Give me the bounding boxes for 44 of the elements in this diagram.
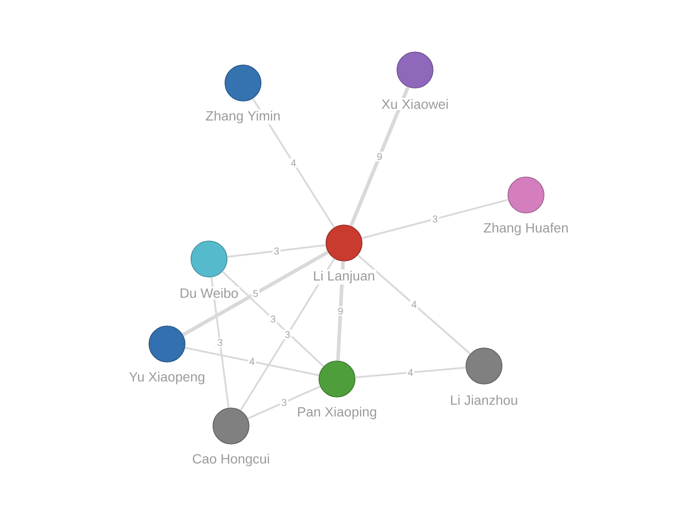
edge-label: 4: [290, 158, 298, 168]
connector-line: [362, 198, 508, 240]
edge-label: 4: [406, 368, 414, 378]
connector-line: [222, 270, 324, 368]
edge-label: 3: [216, 338, 224, 348]
node-circle: [224, 64, 262, 102]
connector-line: [247, 386, 321, 420]
node-label: Zhang Huafen: [482, 222, 570, 236]
connector-line: [349, 86, 410, 227]
connector-line: [227, 244, 326, 258]
edge-label: 4: [410, 300, 418, 310]
edge-label: 9: [376, 152, 384, 162]
node-circle: [212, 408, 250, 444]
connector-line: [184, 346, 320, 376]
node-label: Li Jianzhou: [448, 394, 520, 406]
connector-line: [252, 98, 335, 228]
node-label: Zhang Yimin: [204, 110, 282, 124]
node-label: Pan Xiaoping: [296, 406, 378, 420]
node-circle: [396, 52, 434, 88]
connector-line: [336, 261, 345, 361]
node-circle: [148, 326, 186, 362]
edge-label: 5: [252, 288, 260, 298]
edge-label: 4: [248, 356, 256, 366]
edge-label: 9: [336, 306, 344, 316]
connector-line: [240, 258, 336, 411]
node-circle: [508, 176, 544, 214]
node-circle: [466, 348, 502, 384]
edge-label: 3: [269, 314, 277, 324]
node-circle: [318, 360, 356, 398]
connector-line: [210, 277, 230, 408]
edge-label: 3: [280, 398, 288, 408]
edge-label: 3: [431, 214, 439, 224]
node-circle: [190, 240, 228, 278]
edge-label: 3: [284, 330, 292, 340]
node-label: Du Weibo: [178, 286, 240, 300]
node-label: Xu Xiaowei: [380, 98, 450, 110]
edge-label: 3: [272, 246, 280, 256]
node-label: Yu Xiaopeng: [128, 370, 206, 386]
node-label: Cao Hongcui: [190, 452, 272, 468]
node-label: Li Lanjuan: [312, 270, 376, 284]
connector-line: [357, 254, 471, 355]
connector-line: [182, 250, 329, 336]
connector-line: [355, 366, 466, 378]
node-circle: [326, 224, 362, 262]
